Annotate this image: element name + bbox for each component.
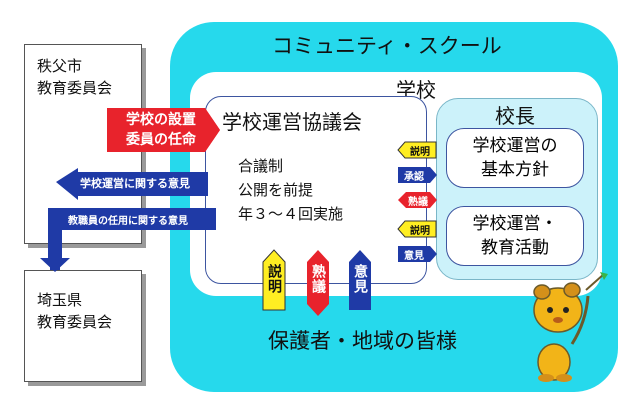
school-activity-line2: 教育活動 bbox=[481, 238, 549, 258]
tag-explain-bottom-shape bbox=[397, 220, 437, 238]
mascot-icon bbox=[533, 272, 608, 382]
council-line2: 公開を前提 bbox=[238, 181, 314, 199]
opinion-staff-label: 教職員の任用に関する意見 bbox=[68, 216, 188, 227]
tag-approve: 承認 bbox=[404, 171, 424, 183]
bottom-deliberate-label: 熟議 bbox=[310, 264, 326, 294]
tag-explain-bottom: 説明 bbox=[410, 225, 430, 237]
school-activity-box: 学校運営・ 教育活動 bbox=[446, 206, 584, 266]
tag-approve-shape bbox=[398, 167, 437, 183]
appointment-arrow-label: 学校の設置 委員の任命 bbox=[114, 110, 208, 150]
bottom-explain-arrow-shape bbox=[262, 249, 286, 311]
down-arrow-to-saitama bbox=[42, 258, 68, 270]
tag-opinion: 意見 bbox=[404, 250, 424, 262]
school-policy-box: 学校運営の 基本方針 bbox=[446, 128, 584, 188]
tag-deliberate-shape bbox=[398, 192, 437, 208]
school-activity-line1: 学校運営・ bbox=[472, 214, 558, 234]
tag-explain-top: 説明 bbox=[410, 146, 430, 158]
bottom-opinion-arrow-shape bbox=[349, 250, 371, 310]
guardians-label: 保護者・地域の皆様 bbox=[268, 329, 457, 353]
appointment-line1: 学校の設置 bbox=[126, 112, 196, 128]
chichibu-line2: 教育委員会 bbox=[37, 79, 113, 97]
tag-deliberate: 熟議 bbox=[408, 196, 428, 208]
school-policy-line1: 学校運営の bbox=[472, 136, 558, 156]
council-title: 学校運営協議会 bbox=[222, 110, 362, 134]
appointment-line2: 委員の任命 bbox=[126, 132, 196, 148]
council-line1: 合議制 bbox=[238, 157, 284, 175]
saitama-board: 埼玉県 教育委員会 bbox=[24, 270, 142, 382]
council-line3: 年３～４回実施 bbox=[238, 205, 344, 223]
tag-explain-top-shape bbox=[397, 141, 437, 159]
principal-title: 校長 bbox=[495, 104, 535, 128]
tag-opinion-shape bbox=[398, 246, 437, 262]
community-school-title: コミュニティ・スクール bbox=[272, 34, 502, 58]
opinion-school-label: 学校運営に関する意見 bbox=[80, 177, 190, 190]
council-details: 合議制 公開を前提 年３～４回実施 bbox=[238, 154, 343, 226]
bottom-opinion-label: 意見 bbox=[352, 264, 368, 294]
chichibu-line1: 秩父市 bbox=[37, 57, 83, 75]
school-policy-line2: 基本方針 bbox=[481, 160, 549, 180]
saitama-line1: 埼玉県 bbox=[37, 291, 83, 309]
saitama-line2: 教育委員会 bbox=[37, 313, 113, 331]
bottom-deliberate-arrow-shape bbox=[307, 250, 329, 316]
bottom-explain-label: 説明 bbox=[266, 264, 282, 294]
